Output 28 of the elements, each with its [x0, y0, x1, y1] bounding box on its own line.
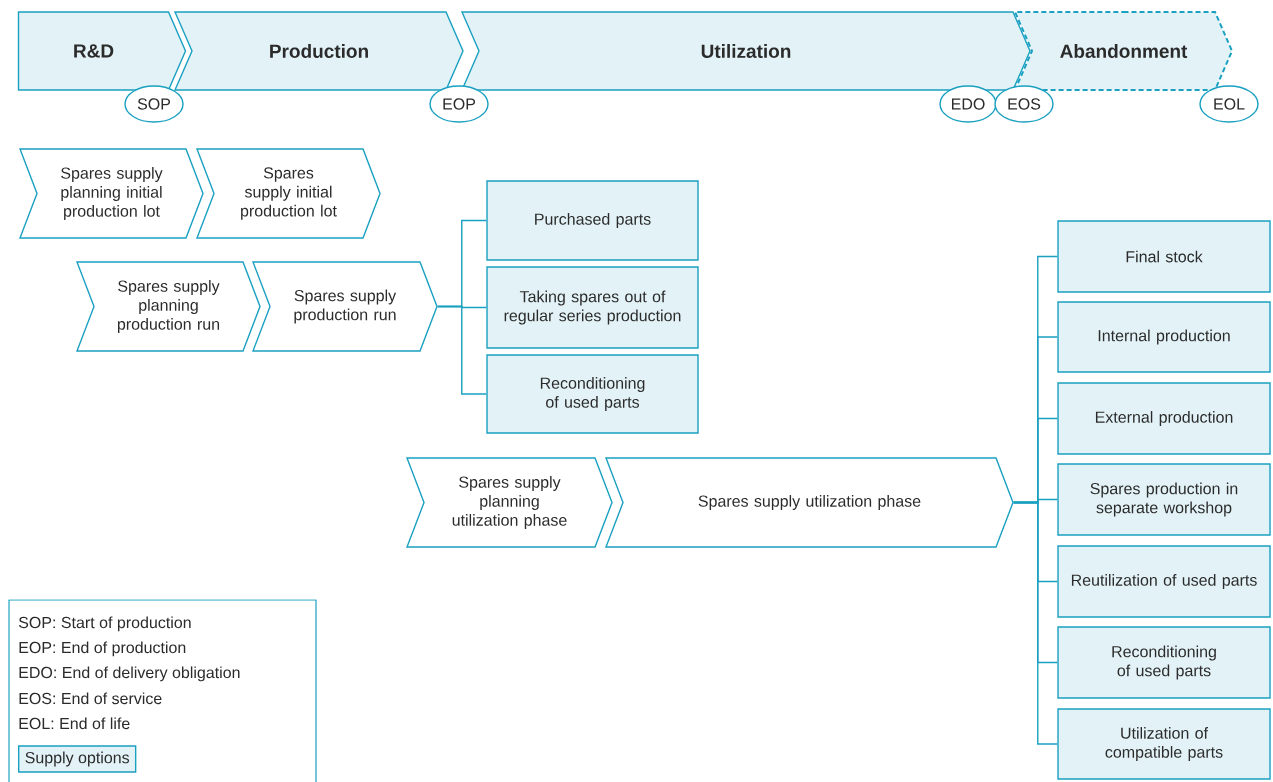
connector-line — [437, 305, 487, 395]
process-step: Spares supply production run — [252, 261, 438, 352]
connector-line — [1013, 501, 1058, 745]
abbreviation-definition: EOP: End of production — [19, 641, 186, 657]
phase-band: Utilization — [460, 11, 1031, 91]
process-step: Spares supply initial production lot — [196, 148, 381, 239]
supply-option-box: Reutilization of used parts — [1057, 545, 1271, 618]
abbreviation-definition: EOS: End of service — [19, 692, 162, 705]
phase-band: R&D — [17, 11, 187, 91]
process-step: Spares supply planning production run — [76, 261, 261, 352]
abbreviation-definition: EDO: End of delivery obligation — [19, 666, 240, 682]
supply-option-box: Purchased parts — [486, 180, 699, 261]
supply-option-box: Final stock — [1057, 220, 1271, 293]
abbreviation-definition: EOL: End of life — [19, 717, 130, 730]
supply-option-box: Taking spares out of regular series production — [486, 266, 699, 349]
process-step: Spares supply planning initial production lot — [19, 148, 204, 239]
process-step: Spares supply utilization phase — [605, 457, 1014, 548]
supply-option-box: Reconditioning of used parts — [1057, 626, 1271, 699]
abbreviation-definition: SOP: Start of production — [18, 616, 191, 632]
supply-option-box: Spares production in separate workshop — [1057, 463, 1271, 536]
phase-band: Abandonment — [1013, 11, 1234, 91]
supply-option-box: Internal production — [1057, 301, 1271, 373]
node-label: EOL — [1214, 98, 1245, 110]
supply-option-box: Reconditioning of used parts — [486, 354, 699, 434]
supply-option-box: External production — [1057, 382, 1271, 455]
supply-option-box: Utilization of compatible parts — [1057, 708, 1271, 780]
phase-band: Production — [173, 11, 464, 91]
process-step: Spares supply planning utilization phase — [406, 457, 613, 548]
